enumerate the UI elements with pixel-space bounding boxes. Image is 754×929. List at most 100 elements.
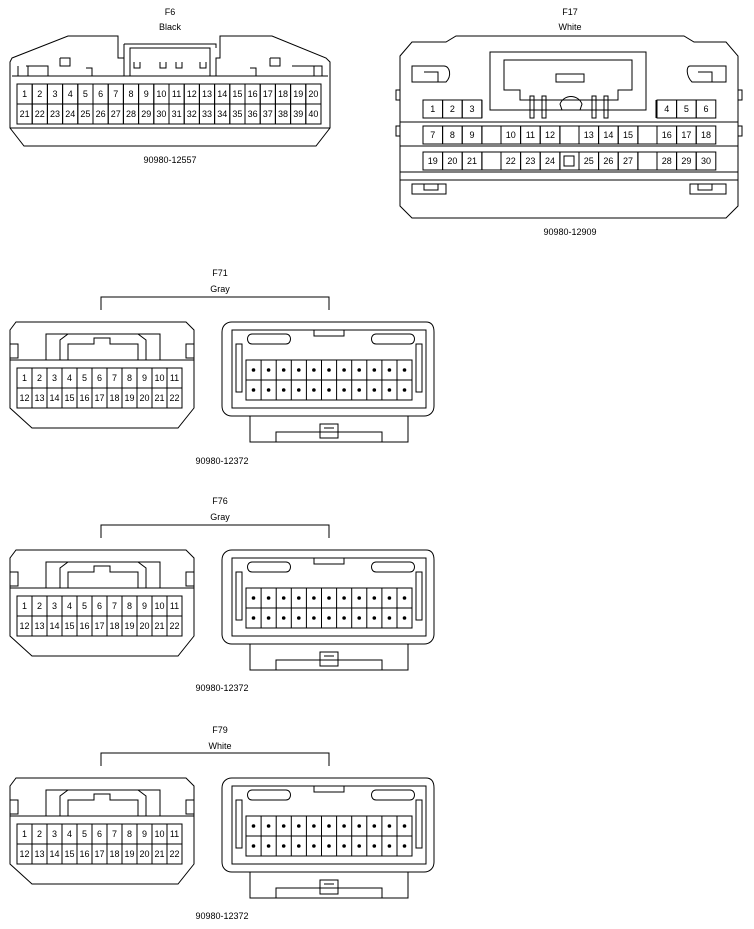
svg-text:19: 19	[428, 156, 438, 166]
f71-pin-12: 12	[16, 387, 33, 409]
svg-text:9: 9	[142, 373, 147, 383]
svg-text:12: 12	[19, 393, 29, 403]
f79-pin-8: 8	[121, 823, 138, 845]
f79-pin-10: 10	[151, 823, 168, 845]
connector-f17-color: White	[558, 22, 582, 32]
svg-text:35: 35	[232, 109, 242, 119]
f17-pin-18: 18	[695, 125, 717, 145]
svg-text:4: 4	[67, 829, 72, 839]
svg-text:6: 6	[703, 104, 708, 114]
svg-text:6: 6	[97, 601, 102, 611]
svg-text:5: 5	[83, 89, 88, 99]
svg-text:19: 19	[293, 89, 303, 99]
svg-text:37: 37	[263, 109, 273, 119]
svg-text:27: 27	[623, 156, 633, 166]
svg-text:10: 10	[156, 89, 166, 99]
f76-face-dot	[297, 616, 301, 620]
connector-f6-color: Black	[158, 22, 181, 32]
svg-text:14: 14	[49, 621, 59, 631]
f71-pin-19: 19	[121, 387, 138, 409]
f79-face-dot	[327, 824, 331, 828]
svg-text:14: 14	[49, 393, 59, 403]
svg-text:2: 2	[450, 104, 455, 114]
f79-pin-5: 5	[76, 823, 93, 845]
f76-pin-8: 8	[121, 595, 138, 617]
f76-face-dot	[327, 616, 331, 620]
f71-pin-20: 20	[136, 387, 153, 409]
svg-text:6: 6	[97, 373, 102, 383]
f71-face-dot	[372, 368, 377, 372]
f71-face-dot	[357, 388, 362, 392]
f79-face-dot	[402, 844, 407, 848]
f71-pin-16: 16	[76, 387, 93, 409]
f79-pin-22: 22	[166, 843, 183, 865]
svg-text:1: 1	[22, 829, 27, 839]
svg-text:3: 3	[469, 104, 474, 114]
f79-face-dot	[297, 844, 301, 848]
svg-text:3: 3	[52, 89, 57, 99]
f76-face-dot	[312, 596, 316, 600]
f71-face-dot	[402, 368, 407, 372]
svg-text:14: 14	[603, 130, 613, 140]
f79-face-dot	[266, 844, 271, 848]
f76-face-dot	[281, 616, 286, 620]
f71-pin-8: 8	[121, 367, 138, 389]
f71-face-dot	[327, 368, 331, 372]
svg-text:20: 20	[139, 849, 149, 859]
svg-text:22: 22	[169, 849, 179, 859]
f76-face-dot	[387, 616, 392, 620]
svg-text:8: 8	[128, 89, 133, 99]
svg-text:14: 14	[49, 849, 59, 859]
svg-text:7: 7	[430, 130, 435, 140]
connector-f71-id: F71	[212, 268, 228, 278]
f76-pin-5: 5	[76, 595, 93, 617]
f79-pin-18: 18	[106, 843, 123, 865]
f76-pin-19: 19	[121, 615, 138, 637]
svg-text:10: 10	[154, 373, 164, 383]
svg-text:20: 20	[139, 621, 149, 631]
connector-f17-part-number: 90980-12909	[543, 227, 597, 237]
connector-f6-part-number: 90980-12557	[143, 155, 197, 165]
svg-text:7: 7	[113, 89, 118, 99]
svg-text:29: 29	[681, 156, 691, 166]
f76-face-dot	[372, 596, 377, 600]
f76-face-dot	[402, 616, 407, 620]
f76-pin-6: 6	[91, 595, 108, 617]
f76-face-dot	[297, 596, 301, 600]
svg-text:20: 20	[308, 89, 318, 99]
f76-pin-13: 13	[31, 615, 48, 637]
svg-text:11: 11	[170, 373, 179, 383]
f76-pin-9: 9	[136, 595, 153, 617]
f79-pin-17: 17	[91, 843, 108, 865]
f76-face-dot	[402, 596, 407, 600]
svg-text:2: 2	[37, 89, 42, 99]
svg-text:1: 1	[22, 373, 27, 383]
f71-pin-10: 10	[151, 367, 168, 389]
svg-text:16: 16	[662, 130, 672, 140]
svg-text:4: 4	[67, 373, 72, 383]
f71-face-dot	[251, 388, 256, 392]
connector-f76-part-number: 90980-12372	[195, 683, 249, 693]
svg-text:30: 30	[156, 109, 166, 119]
f79-face-dot	[372, 824, 377, 828]
svg-text:36: 36	[248, 109, 258, 119]
f79-pin-3: 3	[46, 823, 63, 845]
f76-face-dot	[342, 596, 346, 600]
svg-text:11: 11	[170, 829, 179, 839]
f79-pin-1: 1	[16, 823, 33, 845]
svg-text:15: 15	[64, 621, 74, 631]
f79-pin-21: 21	[151, 843, 168, 865]
f71-pin-14: 14	[46, 387, 63, 409]
f79-pin-19: 19	[121, 843, 138, 865]
svg-text:12: 12	[545, 130, 555, 140]
f79-face-dot	[297, 824, 301, 828]
svg-text:32: 32	[187, 109, 197, 119]
f79-pin-6: 6	[91, 823, 108, 845]
svg-text:13: 13	[34, 621, 44, 631]
svg-text:10: 10	[154, 829, 164, 839]
f71-pin-22: 22	[166, 387, 183, 409]
f76-pin-1: 1	[16, 595, 33, 617]
f71-pin-1: 1	[16, 367, 33, 389]
